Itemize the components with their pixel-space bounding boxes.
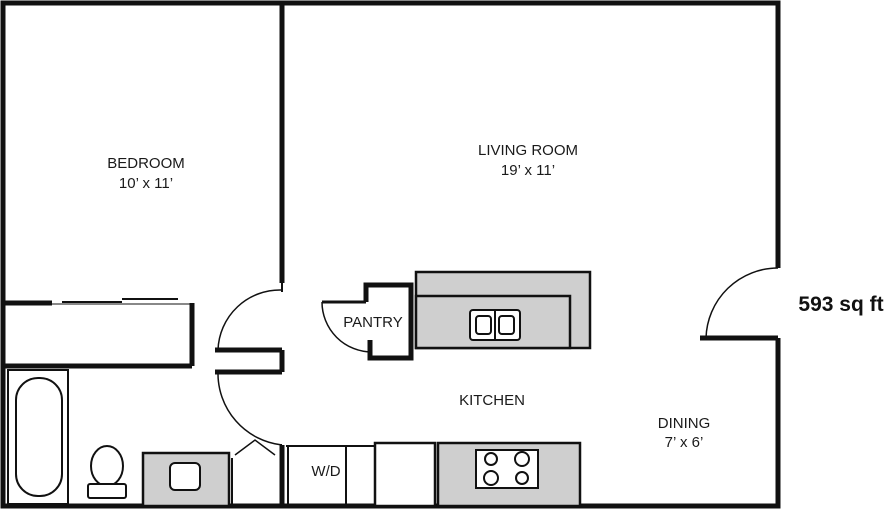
refrigerator-icon [373,441,437,508]
door-swings [217,267,779,506]
pantry-name: PANTRY [343,314,402,331]
bedroom-name: BEDROOM [107,155,185,172]
kitchen-name: KITCHEN [459,392,525,409]
area-label: 593 sq ft [798,293,883,316]
pantry-walls [363,282,414,361]
dining-name: DINING [658,415,711,432]
exterior-walls [0,0,781,509]
bathtub-icon [7,369,69,505]
interior-walls [3,3,778,506]
bathroom-sink-icon [141,451,231,508]
kitchen-sink-icon [469,309,521,341]
living-room-size: 19’ x 11’ [501,162,555,179]
closet-sliding-doors [6,298,192,305]
stove-icon [436,441,582,508]
washer-dryer-label: W/D [311,463,340,480]
living-room-name: LIVING ROOM [478,142,578,159]
toilet-icon [87,445,127,499]
dining-size: 7’ x 6’ [665,434,704,451]
bedroom-size: 10’ x 11’ [119,175,173,192]
